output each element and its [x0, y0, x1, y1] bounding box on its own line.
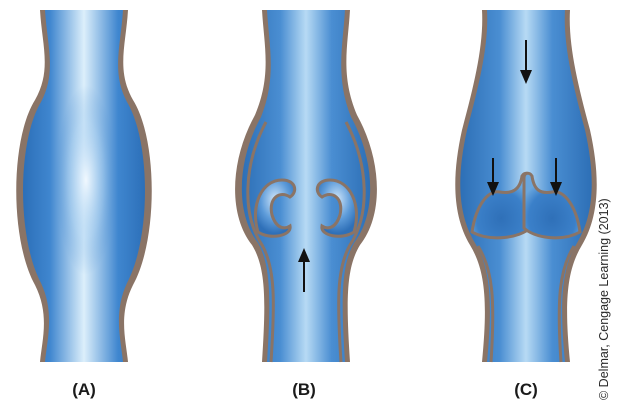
- panel-c-label: (C): [514, 380, 538, 399]
- panel-b-label: (B): [292, 380, 316, 399]
- panel-a-label: (A): [72, 380, 96, 399]
- copyright-credit: © Delmar, Cengage Learning (2013): [597, 198, 611, 400]
- panel-c-vein: [455, 10, 596, 362]
- panel-b-vein: [235, 10, 377, 362]
- panel-b-vein-lumen: [242, 10, 370, 362]
- panel-a-highlight: [56, 85, 116, 275]
- panel-a-vein: [16, 10, 152, 362]
